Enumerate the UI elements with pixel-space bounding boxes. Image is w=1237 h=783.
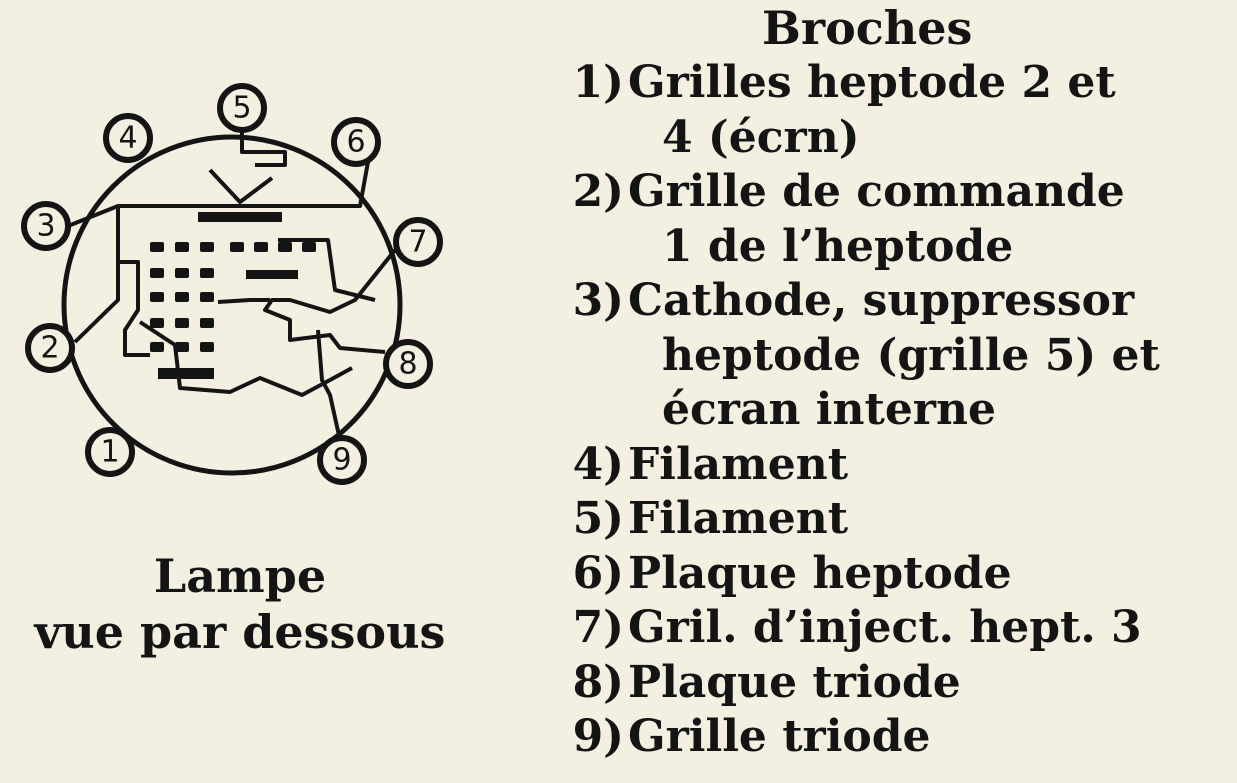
legend-entry-number: 8) <box>572 656 624 708</box>
pin-3: 3 <box>21 201 71 251</box>
pin-7: 7 <box>393 217 443 267</box>
pin-9: 9 <box>317 435 367 485</box>
legend-entry-number: 2) <box>572 166 624 217</box>
legend-entry-number: 4) <box>572 438 624 490</box>
legend-entry-text: Plaque triode <box>628 656 961 708</box>
legend-entry-text: heptode (grille 5) et <box>662 329 1160 381</box>
legend-entry-2: 2) Grille de commande 1 de l’heptode <box>552 165 1232 274</box>
pin-7-label: 7 <box>408 225 427 260</box>
legend-entry-text: 4 (écrn) <box>662 111 860 163</box>
pin-2: 2 <box>25 323 75 373</box>
pin-4: 4 <box>103 113 153 163</box>
legend-entry-text: Filament <box>628 438 849 490</box>
tube-base-diagram: 1 2 3 4 5 6 7 8 9 <box>21 83 443 485</box>
legend-entry-number: 7) <box>572 602 624 653</box>
electrode-blocks <box>150 212 316 379</box>
legend-entry-text: Grilles heptode 2 et <box>628 57 1116 108</box>
legend-entry-number: 9) <box>572 711 624 762</box>
pin-1: 1 <box>85 427 135 477</box>
tube-base-outline <box>61 134 403 476</box>
legend-entry-3: 3) Cathode, suppressor heptode (grille 5… <box>552 274 1232 438</box>
pin-8: 8 <box>383 339 433 389</box>
pin-2-label: 2 <box>40 331 59 366</box>
legend-entry-text: Gril. d’inject. hept. 3 <box>628 602 1142 653</box>
pin-9-label: 9 <box>332 443 351 478</box>
pin-4-label: 4 <box>118 121 137 156</box>
caption-line-1: Lampe <box>153 549 327 603</box>
legend-entry-number: 5) <box>572 493 624 544</box>
pin-6: 6 <box>331 117 381 167</box>
internal-wiring <box>67 132 397 441</box>
caption-line-2: vue par dessous <box>34 605 446 659</box>
pin-3-label: 3 <box>36 209 55 244</box>
pin-6-label: 6 <box>346 125 365 160</box>
legend-title: Broches <box>762 1 973 55</box>
legend-entry-8: 8) Plaque triode <box>552 656 1232 711</box>
legend-entry-text: Grille triode <box>628 711 931 762</box>
legend-entry-number: 3) <box>572 275 624 326</box>
legend-entry-5: 5) Filament <box>552 492 1232 547</box>
pin-5-label: 5 <box>232 91 251 126</box>
legend-entry-9: 9) Grille triode <box>552 710 1232 765</box>
legend-entry-text: écran interne <box>662 384 996 435</box>
diagram-caption: Lampe vue par dessous <box>0 548 480 660</box>
legend-entry-text: 1 de l’heptode <box>662 220 1014 272</box>
legend-entry-4: 4) Filament <box>552 438 1232 493</box>
legend-entry-number: 1) <box>572 57 624 108</box>
legend-entry-text: Plaque heptode <box>628 547 1012 599</box>
legend-entry-text: Cathode, suppressor <box>628 275 1135 326</box>
legend-entry-text: Grille de commande <box>628 166 1125 217</box>
pin-8-label: 8 <box>398 347 417 382</box>
pin-legend: 1) Grilles heptode 2 et 4 (écrn) 2) Gril… <box>552 56 1232 765</box>
legend-entry-6: 6) Plaque heptode <box>552 547 1232 602</box>
legend-entry-text: Filament <box>628 493 849 544</box>
legend-entry-1: 1) Grilles heptode 2 et 4 (écrn) <box>552 56 1232 165</box>
pin-5: 5 <box>217 83 267 133</box>
pin-1-label: 1 <box>100 435 119 470</box>
legend-entry-number: 6) <box>572 547 624 599</box>
legend-entry-7: 7) Gril. d’inject. hept. 3 <box>552 601 1232 656</box>
